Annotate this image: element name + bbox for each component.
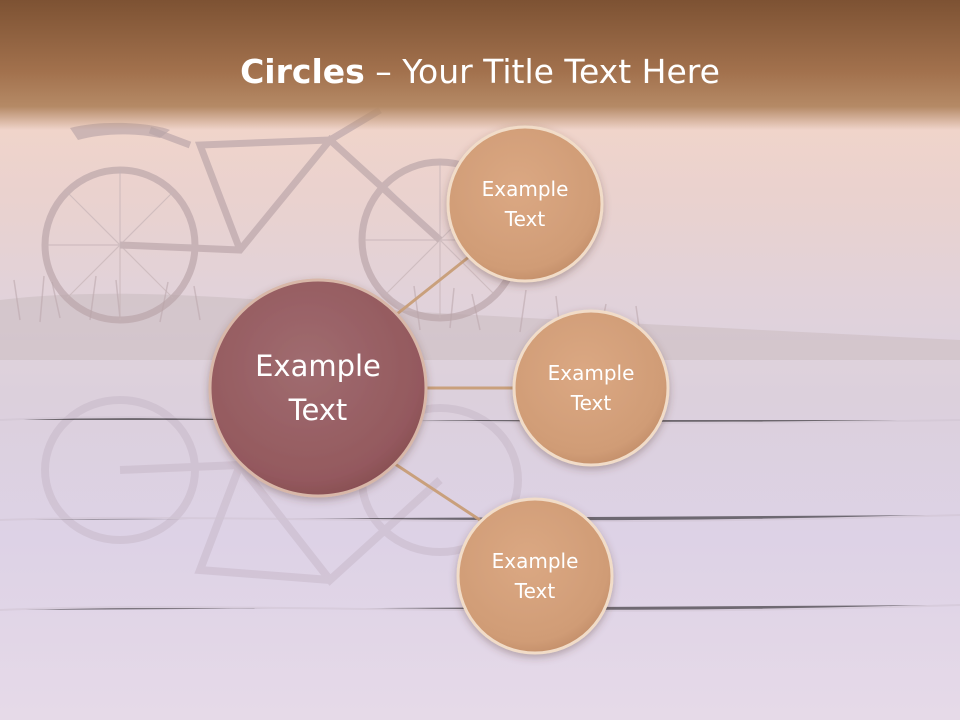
center-node-label: Example Text [218,298,418,478]
satellite-bottom-line1: Example [491,549,579,573]
title-bold: Circles [240,52,365,91]
satellite-middle-line1: Example [547,361,635,385]
satellite-circle-top [446,125,604,283]
center-node-line2: Text [288,393,348,427]
slide-title: Circles – Your Title Text Here [0,52,960,91]
satellite-bottom-line2: Text [514,579,556,603]
satellite-top-line1: Example [481,177,569,201]
connector-top [391,254,471,320]
connector-bottom [391,460,481,522]
satellite-node-label-bottom: Example Text [465,526,605,626]
title-rest: Your Title Text Here [402,52,720,91]
satellite-top-line2: Text [504,207,546,231]
satellite-node-label-top: Example Text [455,154,595,254]
satellite-circle-middle [512,309,670,467]
header-band [0,0,960,130]
satellite-middle-line2: Text [570,391,612,415]
center-circle [208,278,428,498]
satellite-node-label-middle: Example Text [521,338,661,438]
center-node-line1: Example [255,349,381,383]
satellite-circle-bottom [456,497,614,655]
title-separator: – [364,52,403,91]
